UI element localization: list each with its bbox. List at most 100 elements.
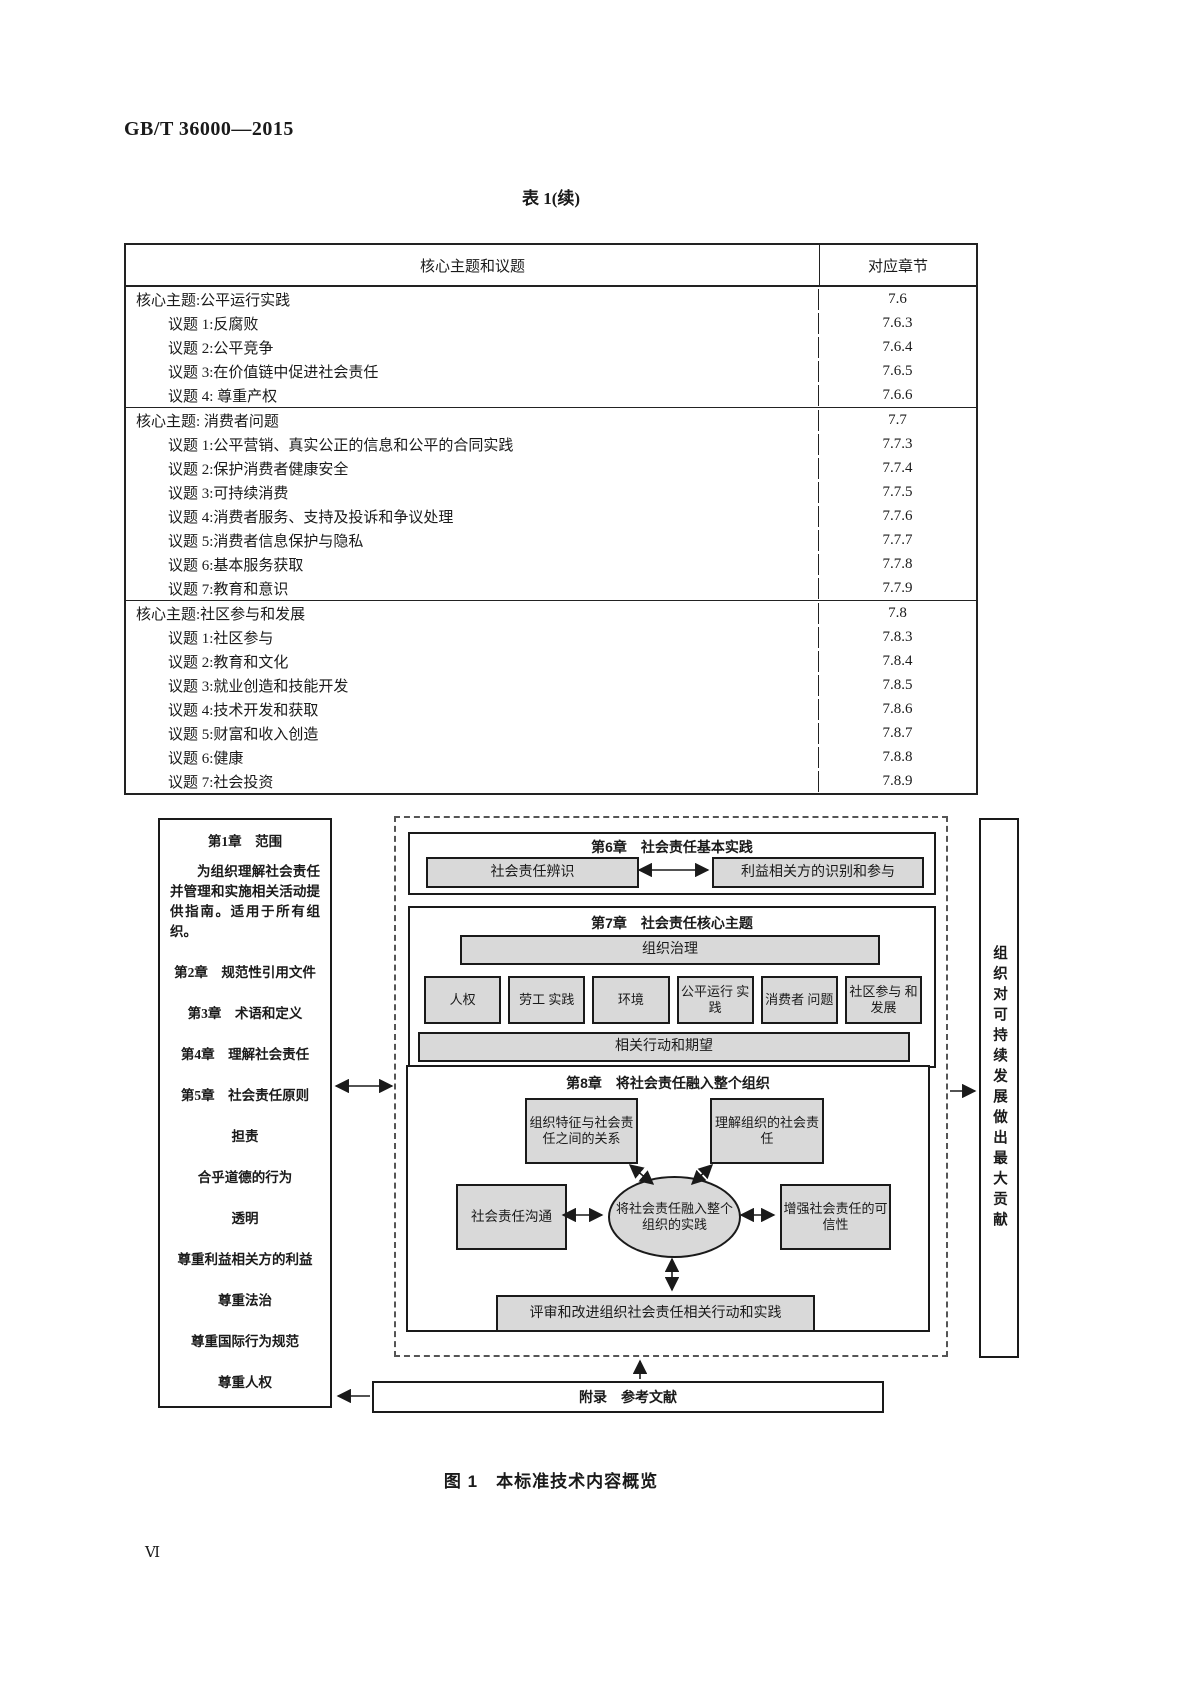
table-row: 议题 6:基本服务获取 7.7.8 [126, 552, 976, 576]
box-sr-identification: 社会责任辨识 [426, 857, 639, 888]
box-labor-practices: 劳工 实践 [508, 976, 586, 1024]
table-row: 核心主题:公平运行实践 7.6 [126, 286, 976, 311]
table-row: 议题 5:财富和收入创造 7.8.7 [126, 721, 976, 745]
table-row: 议题 1:公平营销、真实公正的信息和公平的合同实践 7.7.3 [126, 432, 976, 456]
table-cell-topic: 议题 5:消费者信息保护与隐私 [126, 529, 819, 551]
table-cell-section: 7.7.5 [882, 483, 913, 500]
box-environment: 环境 [592, 976, 670, 1024]
table-row: 议题 2:公平竞争 7.6.4 [126, 335, 976, 359]
table-cell-topic: 议题 4:消费者服务、支持及投诉和争议处理 [126, 505, 819, 527]
table-header-sections: 对应章节 [867, 258, 928, 275]
chapter6-title: 第6章 社会责任基本实践 [591, 839, 753, 855]
table-body: 核心主题:公平运行实践 7.6 议题 1:反腐败 7.6.3 议题 2:公平竞争… [126, 286, 976, 793]
chapter6-box: 第6章 社会责任基本实践 社会责任辨识 利益相关方的识别和参与 [408, 832, 936, 895]
table-cell-topic: 议题 1:公平营销、真实公正的信息和公平的合同实践 [126, 433, 819, 455]
table-cell-section: 7.7.6 [882, 507, 913, 524]
table-cell-topic: 核心主题: 消费者问题 [126, 409, 819, 431]
table-row: 议题 7:社会投资 7.8.9 [126, 769, 976, 793]
figure-right-panel: 组织对可持续发展做出最大贡献 [979, 818, 1019, 1358]
table-row: 议题 4:消费者服务、支持及投诉和争议处理 7.7.6 [126, 504, 976, 528]
box-related-actions-expectations: 相关行动和期望 [418, 1032, 910, 1062]
table-cell-section: 7.8.4 [882, 652, 913, 669]
ellipse-integrating-sr-practice: 将社会责任融入整个组织的实践 [608, 1176, 741, 1258]
principle-human-rights: 尊重人权 [218, 1375, 272, 1390]
table-cell-topic: 议题 7:教育和意识 [126, 577, 819, 599]
table-row: 议题 1:反腐败 7.6.3 [126, 311, 976, 335]
principle-transparency: 透明 [231, 1211, 259, 1226]
principle-ethical-behavior: 合乎道德的行为 [197, 1170, 293, 1185]
chapter1-title: 第1章 范围 [207, 834, 283, 849]
box-review-improve: 评审和改进组织社会责任相关行动和实践 [496, 1295, 815, 1332]
table-cell-section: 7.8.8 [882, 748, 913, 765]
box-community-involvement: 社区参与 和发展 [844, 976, 923, 1024]
chapter3-title: 第3章 术语和定义 [187, 1006, 303, 1021]
box-stakeholder-engagement: 利益相关方的识别和参与 [712, 857, 924, 888]
table-cell-topic: 议题 2:保护消费者健康安全 [126, 457, 819, 479]
table-cell-section: 7.6.5 [882, 362, 913, 379]
standard-number: GB/T 36000—2015 [124, 118, 294, 140]
chapter2-title: 第2章 规范性引用文件 [174, 965, 316, 980]
table-cell-section: 7.7.4 [882, 459, 913, 476]
table-cell-topic: 议题 6:基本服务获取 [126, 553, 819, 575]
table-cell-topic: 议题 4:技术开发和获取 [126, 698, 819, 720]
table-cell-topic: 议题 1:反腐败 [126, 312, 819, 334]
box-org-characteristics-relation: 组织特征与社会责任之间的关系 [525, 1098, 638, 1164]
table-row: 议题 4:技术开发和获取 7.8.6 [126, 697, 976, 721]
page-number: Ⅵ [145, 1545, 161, 1561]
table-row: 议题 6:健康 7.8.8 [126, 745, 976, 769]
chapter8-box: 第8章 将社会责任融入整个组织 组织特征与社会责任之间的关系 理解组织的社会责任… [406, 1065, 930, 1332]
table-cell-topic: 议题 3:可持续消费 [126, 481, 819, 503]
table-cell-section: 7.7.3 [882, 435, 913, 452]
principle-rule-of-law: 尊重法治 [218, 1293, 272, 1308]
table-cell-topic: 核心主题:社区参与和发展 [126, 602, 819, 624]
table-cell-section: 7.6.3 [882, 314, 913, 331]
table-row: 议题 4: 尊重产权 7.6.6 [126, 383, 976, 407]
chapter5-title: 第5章 社会责任原则 [180, 1088, 310, 1103]
principle-international-norms: 尊重国际行为规范 [191, 1334, 299, 1349]
table-row: 议题 2:保护消费者健康安全 7.7.4 [126, 456, 976, 480]
chapter7-title: 第7章 社会责任核心主题 [591, 915, 753, 931]
annex-box: 附录 参考文献 [372, 1381, 884, 1413]
table-cell-section: 7.8.3 [882, 628, 913, 645]
core-subjects-row: 人权 劳工 实践 环境 公平运行 实践 消费者 问题 社区参与 和发展 [424, 976, 923, 1024]
chapter1-description: 为组织理解社会责任并管理和实施相关活动提供指南。适用于所有组织。 [170, 864, 320, 939]
table-row: 议题 1:社区参与 7.8.3 [126, 625, 976, 649]
figure-caption: 图 1 本标准技术内容概览 [443, 1472, 659, 1491]
table-cell-topic: 议题 7:社会投资 [126, 770, 819, 792]
core-subjects-table: 核心主题和议题 对应章节 核心主题:公平运行实践 7.6 议题 1:反腐败 7.… [124, 243, 978, 795]
table-cell-topic: 议题 4: 尊重产权 [126, 384, 819, 406]
table-cell-topic: 议题 5:财富和收入创造 [126, 722, 819, 744]
right-panel-label: 组织对可持续发展做出最大贡献 [991, 944, 1007, 1232]
table-row: 议题 7:教育和意识 7.7.9 [126, 576, 976, 600]
chapter4-title: 第4章 理解社会责任 [180, 1047, 310, 1062]
figure-dashed-container [394, 816, 948, 1357]
table-cell-topic: 议题 2:教育和文化 [126, 650, 819, 672]
table-row: 议题 3:在价值链中促进社会责任 7.6.5 [126, 359, 976, 383]
table-cell-section: 7.7.8 [882, 555, 913, 572]
table-row: 议题 5:消费者信息保护与隐私 7.7.7 [126, 528, 976, 552]
table-cell-topic: 议题 3:就业创造和技能开发 [126, 674, 819, 696]
box-enhancing-credibility: 增强社会责任的可信性 [780, 1184, 891, 1250]
table-row: 议题 3:可持续消费 7.7.5 [126, 480, 976, 504]
table-cell-section: 7.7.7 [882, 531, 913, 548]
box-organizational-governance: 组织治理 [460, 935, 880, 965]
box-human-rights: 人权 [424, 976, 502, 1024]
table-row: 核心主题: 消费者问题 7.7 [126, 407, 976, 432]
chapter8-title: 第8章 将社会责任融入整个组织 [566, 1075, 770, 1091]
table-cell-section: 7.6.6 [882, 386, 913, 403]
table-cell-topic: 议题 2:公平竞争 [126, 336, 819, 358]
table-row: 议题 3:就业创造和技能开发 7.8.5 [126, 673, 976, 697]
chapter7-box: 第7章 社会责任核心主题 组织治理 人权 劳工 实践 环境 公平运行 实践 消费… [408, 906, 936, 1068]
principle-stakeholder-interests: 尊重利益相关方的利益 [177, 1252, 313, 1267]
table-cell-topic: 核心主题:公平运行实践 [126, 288, 819, 310]
table-cell-section: 7.8 [888, 604, 907, 621]
annex-label: 附录 参考文献 [579, 1389, 677, 1405]
table-cell-section: 7.8.9 [882, 772, 913, 789]
box-understanding-sr: 理解组织的社会责任 [710, 1098, 824, 1164]
table-cell-section: 7.8.6 [882, 700, 913, 717]
table-row: 核心主题:社区参与和发展 7.8 [126, 600, 976, 625]
table-cell-section: 7.8.7 [882, 724, 913, 741]
box-sr-communication: 社会责任沟通 [456, 1184, 567, 1250]
table-cell-section: 7.6.4 [882, 338, 913, 355]
